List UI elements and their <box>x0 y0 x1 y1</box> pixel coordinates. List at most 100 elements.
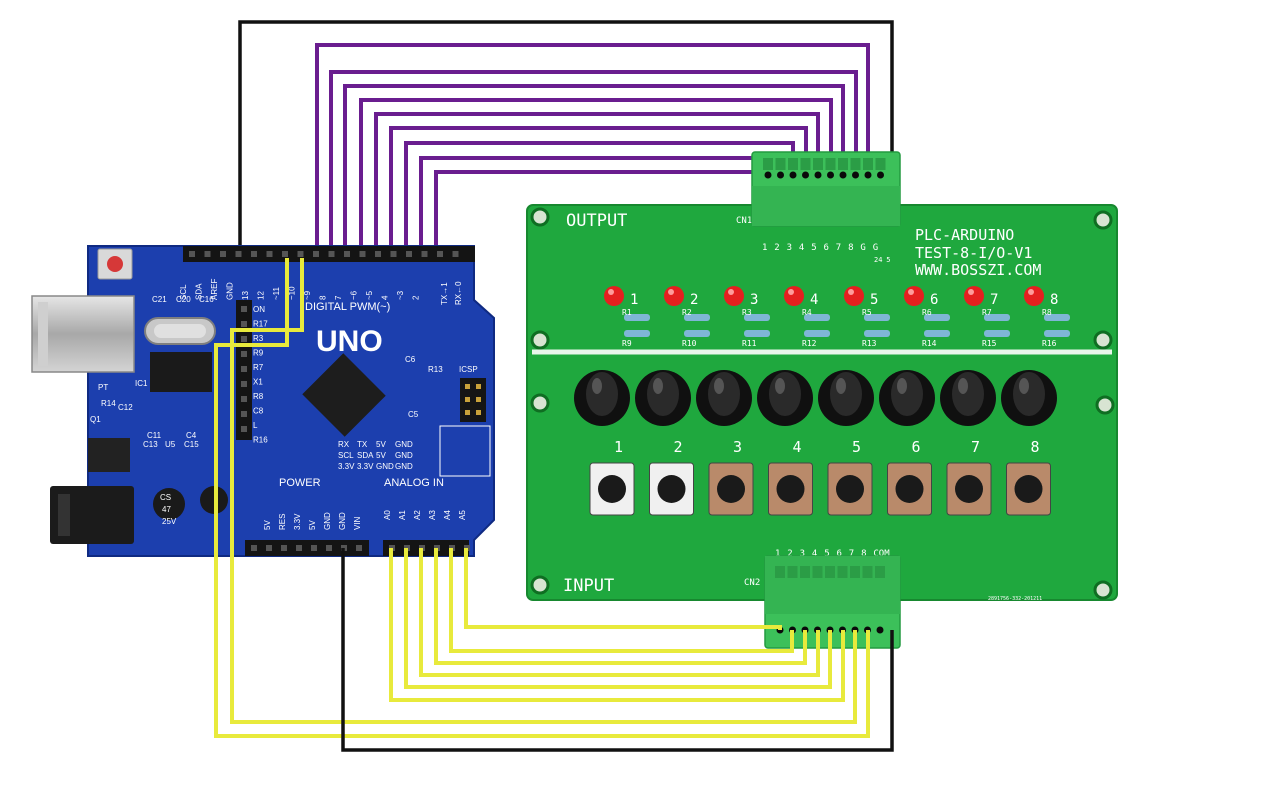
button-number: 3 <box>733 438 742 456</box>
resistor <box>924 314 950 321</box>
resistor-label: R7 <box>982 308 992 317</box>
output-wires <box>315 43 870 258</box>
analog-pin-label: A3 <box>428 510 437 520</box>
resistor <box>1044 330 1070 337</box>
terminal-screw <box>850 566 860 578</box>
digital-pin-label: 8 <box>319 295 328 300</box>
component-label: R16 <box>253 436 268 445</box>
ground-wire-top <box>238 20 894 252</box>
digital-pin-label: ~5 <box>365 290 374 300</box>
output-wire <box>359 98 833 258</box>
red-led <box>1024 286 1044 306</box>
toggle-switch-row <box>574 370 1057 426</box>
resistor-label: R3 <box>742 308 752 317</box>
component-label: 25V <box>162 517 177 526</box>
analog-pin-label: A1 <box>398 510 407 520</box>
analog-pin-label: A4 <box>443 510 452 520</box>
cn1-pin-label: 24 <box>874 256 882 264</box>
resistor-label: R10 <box>682 339 697 348</box>
terminal-screw <box>813 158 823 170</box>
component-label: C8 <box>253 407 264 416</box>
serial-pin-label: 5V <box>376 451 386 460</box>
component-label: 47 <box>162 505 171 514</box>
terminal-screw <box>763 158 773 170</box>
cn2-pin-label: COM <box>873 549 890 559</box>
terminal-screw <box>825 158 836 170</box>
component-label: R17 <box>253 320 268 329</box>
output-wire <box>374 112 820 258</box>
regulator <box>88 438 130 472</box>
cn2-pin-label: 8 <box>861 549 866 559</box>
resistor <box>804 330 830 337</box>
red-led <box>964 286 984 306</box>
input-wire <box>404 548 832 689</box>
resistor-label: R9 <box>622 339 632 348</box>
terminal-screw <box>775 566 785 578</box>
resistor-label: R15 <box>982 339 997 348</box>
cn1-pin-label: G <box>873 243 878 253</box>
component-label: CS <box>160 493 171 502</box>
serial-pin-label: GND <box>376 462 394 471</box>
serial-pin-label: 3.3V <box>357 462 374 471</box>
component-label: L <box>253 421 258 430</box>
button-number: 8 <box>1031 438 1040 456</box>
cn1-pin-label: 1 <box>762 243 767 253</box>
component-label: ON <box>253 305 265 314</box>
component-label: X1 <box>253 378 263 387</box>
resistor-label: R14 <box>922 339 937 348</box>
component-label: Q1 <box>90 415 101 424</box>
serial-pin-label: RX <box>338 440 350 449</box>
component-label: R3 <box>253 334 264 343</box>
terminal-screw <box>875 158 886 170</box>
resistor <box>684 330 710 337</box>
serial-pin-label: 5V <box>376 440 386 449</box>
component-label: C20 <box>176 295 191 304</box>
input-wire <box>214 258 870 738</box>
analog-header <box>383 540 469 556</box>
cn1-label: CN1 <box>736 216 752 226</box>
digital-pin-label: 13 <box>241 291 250 300</box>
digital-pin-label: AREF <box>210 279 219 300</box>
terminal-screw <box>850 158 861 170</box>
resistor <box>744 330 770 337</box>
button-number: 1 <box>614 438 623 456</box>
input-wire <box>389 548 845 702</box>
board-title-line-3: WWW.BOSSZI.COM <box>915 261 1041 279</box>
terminal-screw <box>837 566 848 578</box>
cn2-label: CN2 <box>744 578 760 588</box>
terminal-screw <box>788 158 798 170</box>
analog-in-label: ANALOG IN <box>384 477 444 489</box>
digital-pin-label: 7 <box>334 295 343 300</box>
cn1-pin-label: 8 <box>848 243 853 253</box>
tx-label: TX→1 <box>440 282 449 305</box>
terminal-screw <box>812 566 823 578</box>
terminal-screw <box>838 158 848 170</box>
cn2-terminal-block <box>764 555 901 649</box>
cn1-pin-label: 3 <box>787 243 792 253</box>
cn2-pin-label: 2 <box>787 549 792 559</box>
cn1-pin-label: 5 <box>811 243 816 253</box>
resistor-label: R16 <box>1042 339 1057 348</box>
cn1-terminal-block <box>751 151 901 227</box>
button-number: 5 <box>852 438 861 456</box>
digital-pin-label: ~9 <box>303 290 312 300</box>
cn1-pin-label: 4 <box>799 243 804 253</box>
component-label: U5 <box>165 440 176 449</box>
usb-serial-chip <box>150 352 212 392</box>
component-label: R14 <box>101 399 116 408</box>
output-wire <box>315 43 870 258</box>
resistor <box>804 314 830 321</box>
component-label: C16 <box>199 295 214 304</box>
input-wire <box>464 548 782 630</box>
red-led <box>664 286 684 306</box>
cn1-pin-label: G <box>860 243 865 253</box>
board-title-line-2: TEST-8-I/O-V1 <box>915 244 1032 262</box>
component-label: C21 <box>152 295 167 304</box>
cn1-pin-label: 6 <box>824 243 829 253</box>
input-wire <box>449 548 794 653</box>
power-pin-label: GND <box>323 512 332 530</box>
